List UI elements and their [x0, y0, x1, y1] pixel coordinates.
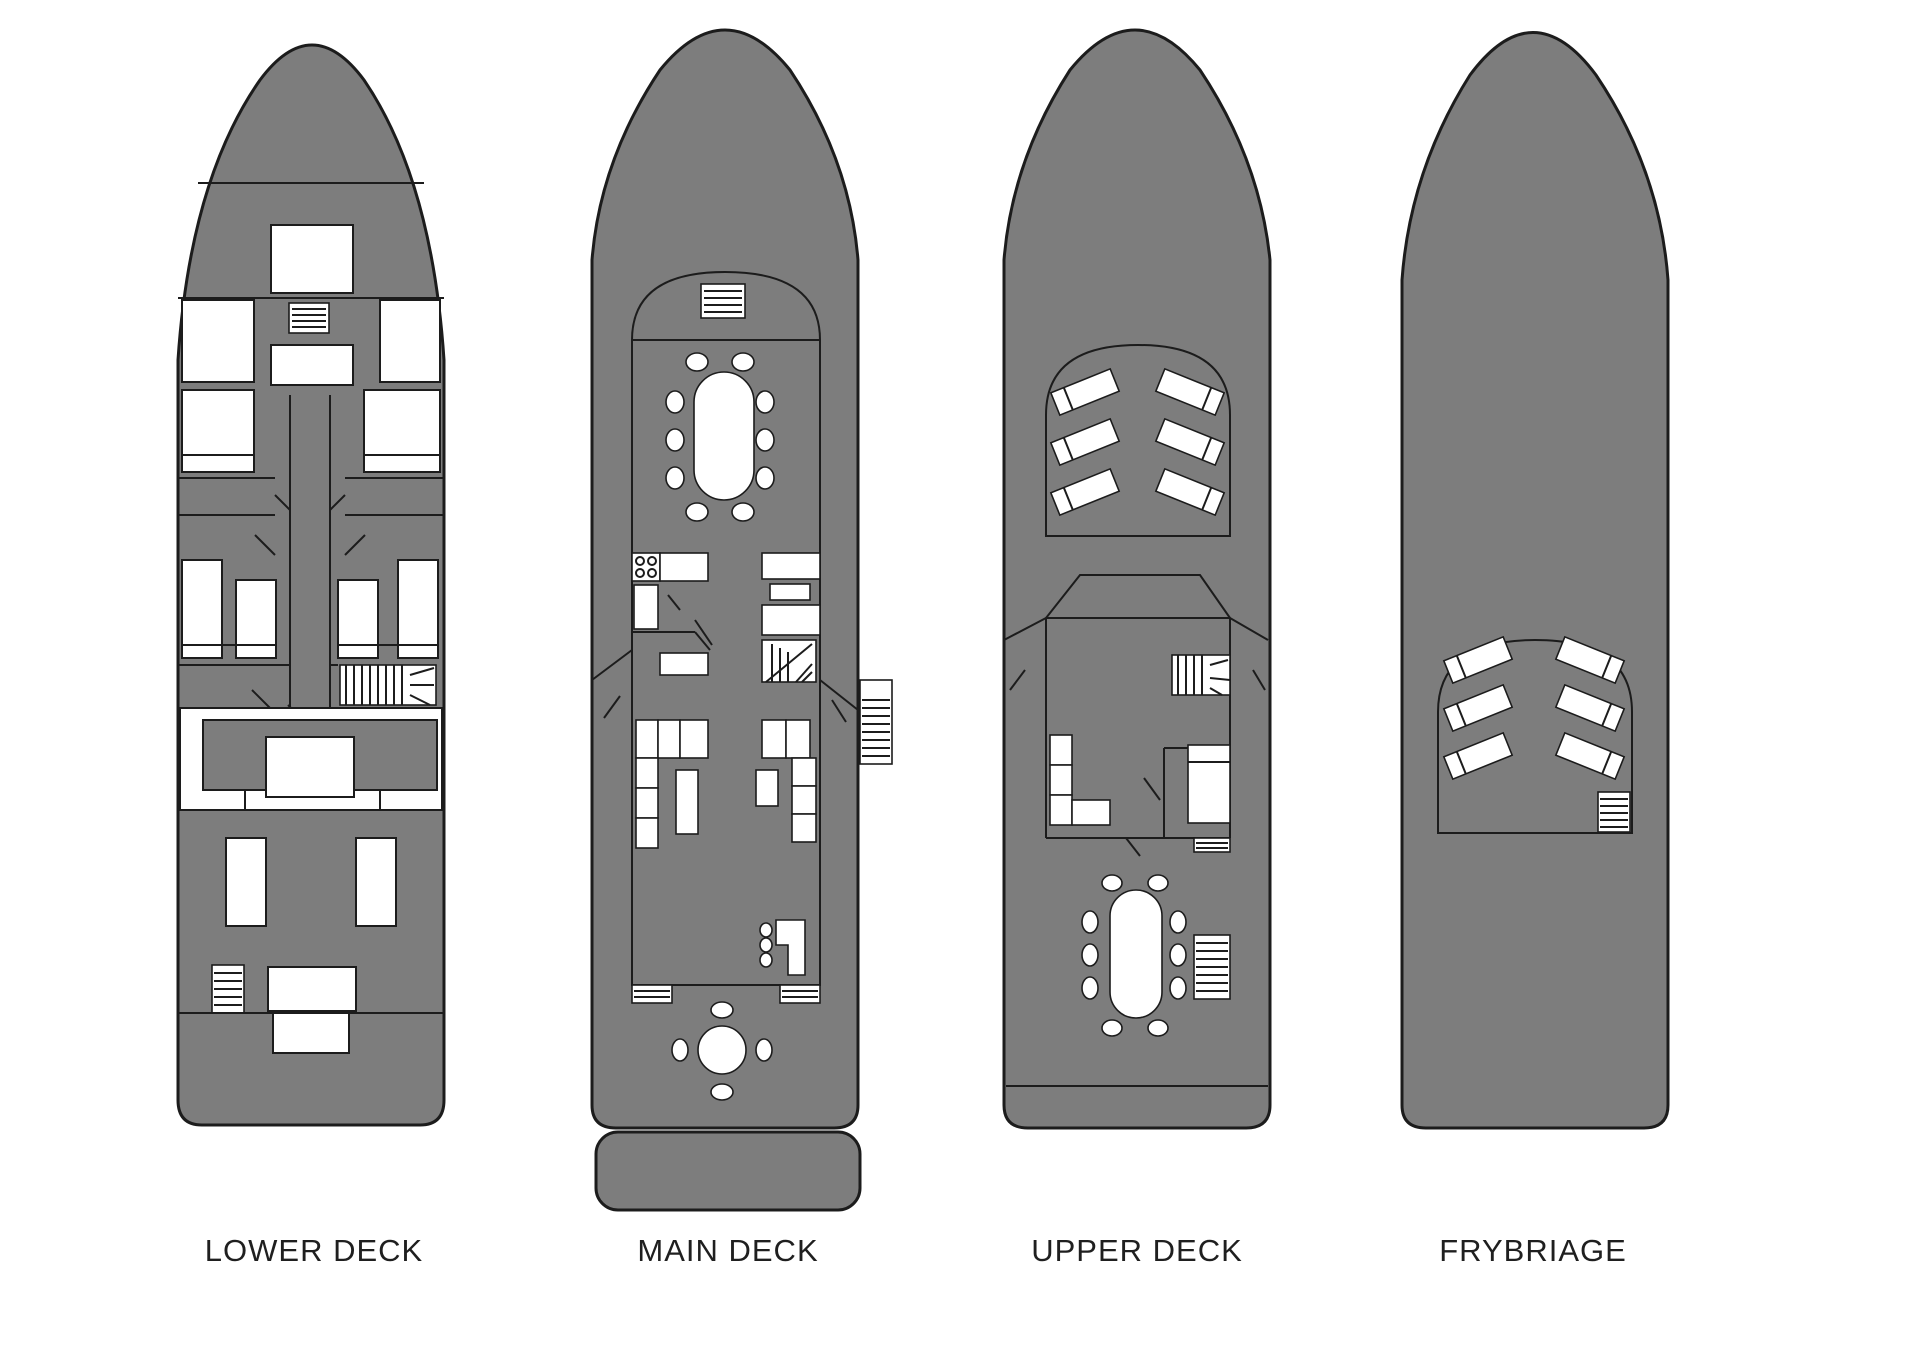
lower-deck-plan — [176, 43, 446, 1127]
lower-aft-stairs — [211, 964, 245, 1014]
sundeck-label: FRYBRIAGE — [1439, 1233, 1627, 1268]
main-dining-table — [665, 352, 775, 522]
lower-spiral-stairs — [339, 664, 437, 706]
main-deck-plan — [590, 28, 893, 1212]
main-swim-platform — [594, 1130, 862, 1212]
main-galley — [631, 552, 713, 676]
lower-cabin-bed-starboard-2 — [363, 389, 441, 473]
lower-cabin-bed-center — [270, 344, 354, 386]
main-bar-counter — [761, 552, 821, 683]
upper-spiral-stairs — [1171, 654, 1231, 696]
main-aft-steps — [631, 984, 821, 1004]
lower-forward-cabin-bed — [270, 224, 354, 294]
main-aft-round-table — [671, 1001, 773, 1101]
lower-aft-bed-2 — [272, 1012, 350, 1054]
main-forward-stairs — [700, 283, 746, 319]
upper-aft-stairs — [1193, 934, 1231, 1000]
lower-cabin-bed-starboard-1 — [379, 299, 441, 383]
lower-aft-bunk-port — [225, 837, 267, 927]
lower-stairs-forward — [288, 302, 330, 334]
sundeck-sun-loungers — [1442, 635, 1626, 781]
lower-cabin-bed-port-1 — [181, 299, 255, 383]
main-lounge-sofa-starboard — [755, 719, 817, 843]
main-boarding-ladder — [859, 679, 893, 765]
lower-aft-bunk-starboard — [355, 837, 397, 927]
lower-lounge-table — [265, 736, 355, 798]
upper-captain-bed — [1187, 744, 1231, 824]
upper-dining-table — [1081, 874, 1187, 1037]
upper-deck-label: UPPER DECK — [1031, 1233, 1243, 1268]
lower-twin-bed-1 — [181, 559, 223, 659]
upper-helm-settee — [1049, 734, 1111, 826]
upper-deck-plan — [1002, 28, 1272, 1130]
lower-twin-bed-4 — [397, 559, 439, 659]
upper-sun-loungers — [1049, 367, 1226, 517]
sundeck-plan — [1400, 31, 1670, 1130]
upper-aft-steps — [1193, 837, 1231, 853]
main-lounge-sofa-port — [635, 719, 709, 849]
main-aft-bar — [759, 919, 806, 976]
lower-aft-bed — [267, 966, 357, 1012]
lower-twin-bed-2 — [235, 579, 277, 659]
main-deck-label: MAIN DECK — [637, 1233, 819, 1268]
lower-cabin-bed-port-2 — [181, 389, 255, 473]
lower-twin-bed-3 — [337, 579, 379, 659]
sundeck-stairs — [1597, 791, 1631, 833]
lower-deck-label: LOWER DECK — [204, 1233, 424, 1268]
